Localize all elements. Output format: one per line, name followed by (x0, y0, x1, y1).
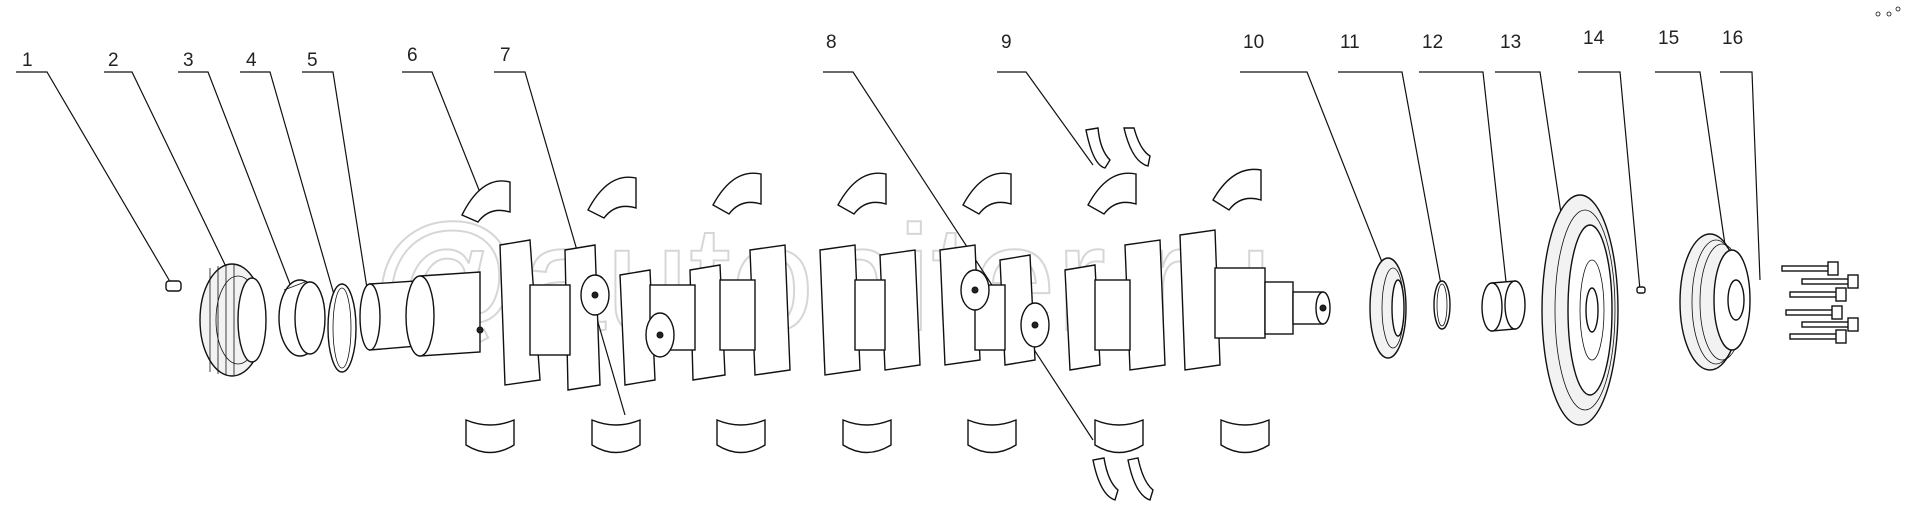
thrust-washers-lower (1092, 457, 1154, 501)
callout-12: 12 (1422, 32, 1443, 53)
callout-2: 2 (108, 50, 119, 71)
leader-lines (16, 71, 1761, 441)
callout-7: 7 (500, 45, 511, 66)
seal-ring (278, 279, 326, 357)
callout-13: 13 (1500, 32, 1521, 53)
callout-6: 6 (407, 45, 418, 66)
callout-3: 3 (183, 50, 194, 71)
o-ring (327, 283, 357, 373)
dowel-pin (165, 280, 182, 292)
thrust-washers-upper (1085, 127, 1151, 169)
callout-11: 11 (1340, 32, 1360, 53)
corner-mark (1875, 6, 1901, 17)
pulley (1679, 233, 1751, 371)
callout-15: 15 (1658, 28, 1679, 49)
crankshaft (359, 229, 1331, 391)
callout-10: 10 (1243, 32, 1264, 53)
rear-gear (1369, 257, 1407, 359)
rear-o-ring (1433, 280, 1451, 330)
callout-4: 4 (246, 50, 257, 71)
small-pin (1636, 286, 1646, 294)
lower-bearing-shells (465, 418, 1270, 454)
callout-8: 8 (826, 32, 837, 53)
callout-1: 1 (22, 50, 33, 71)
upper-bearing-shells (461, 168, 1262, 223)
callout-16: 16 (1722, 28, 1743, 49)
timing-gear (199, 263, 267, 377)
callout-9: 9 (1001, 32, 1012, 53)
bolts (1781, 261, 1859, 344)
flywheel (1541, 194, 1619, 426)
rear-sleeve (1481, 280, 1526, 332)
callout-labels: 1 2 3 4 5 6 7 8 9 10 11 12 13 14 15 16 (22, 28, 1743, 71)
callout-14: 14 (1583, 28, 1605, 49)
callout-5: 5 (307, 50, 318, 71)
